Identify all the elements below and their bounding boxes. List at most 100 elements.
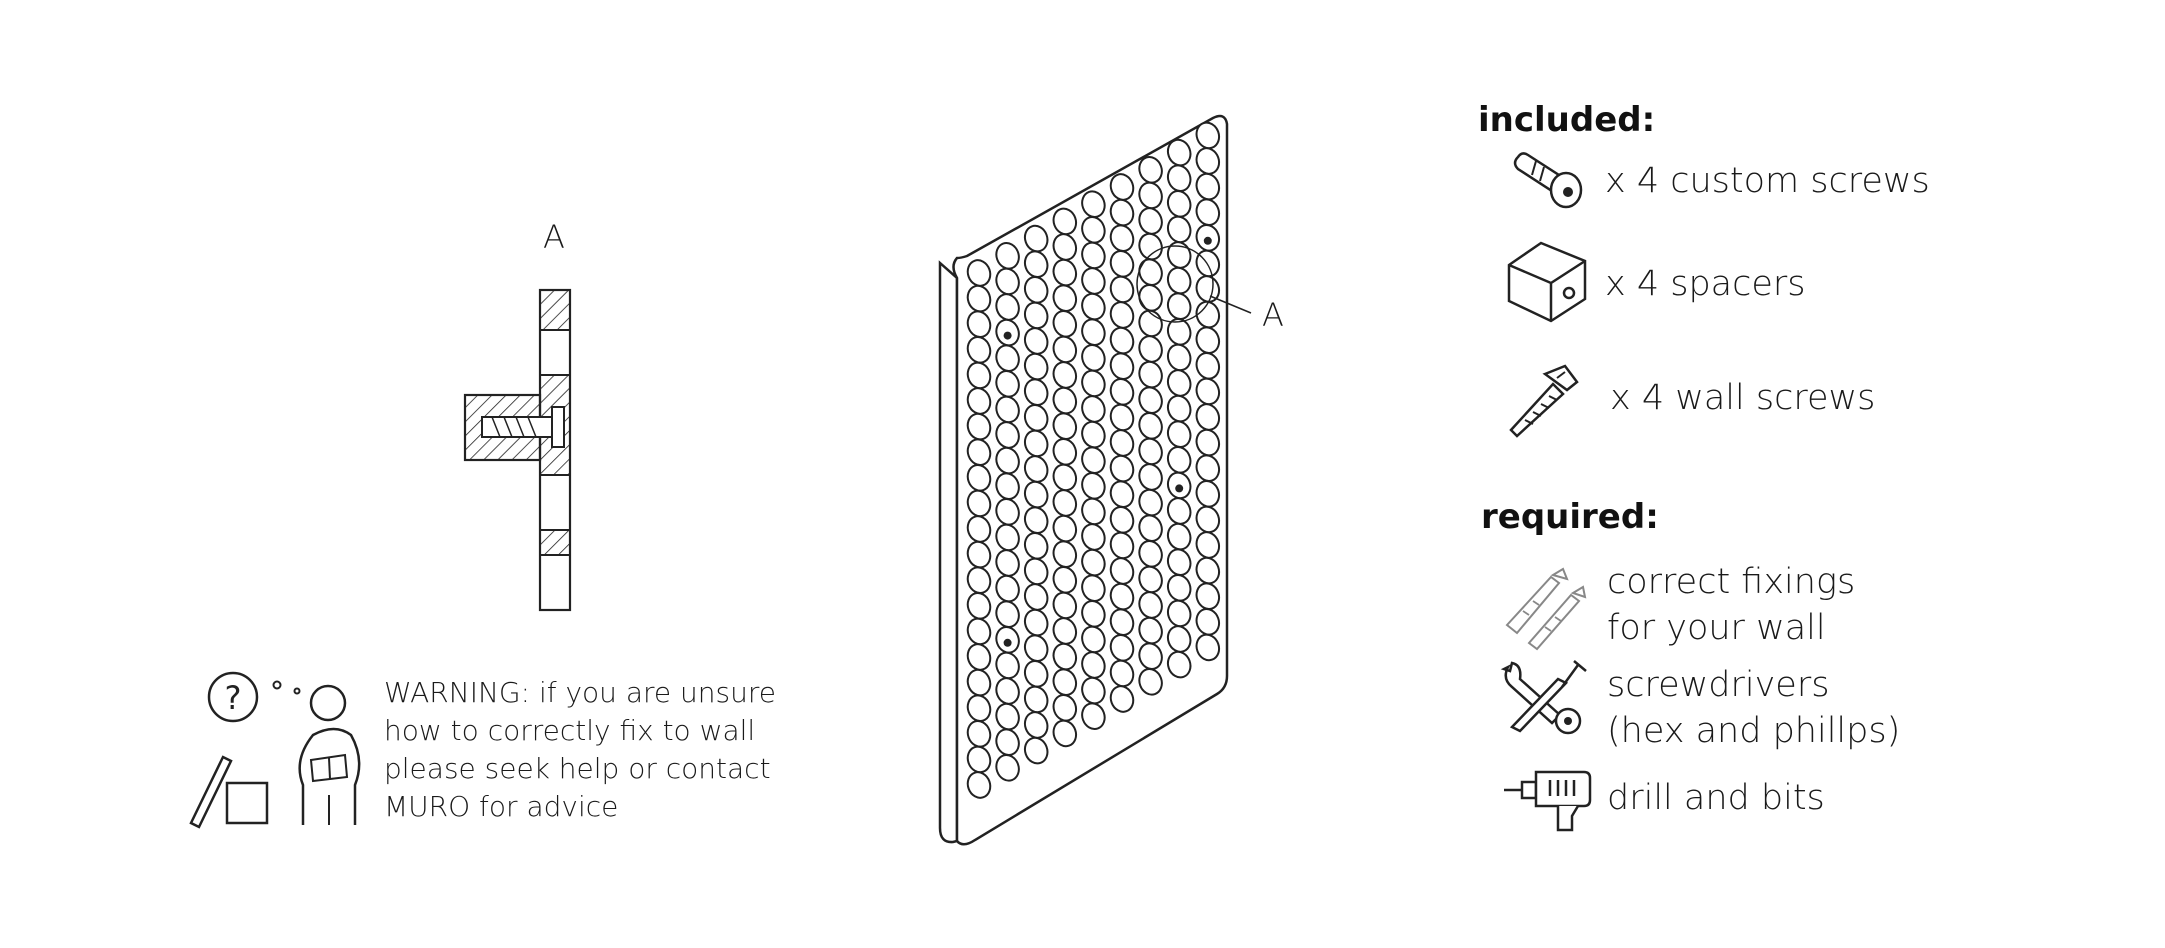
panel-hole bbox=[966, 745, 992, 774]
panel-hole bbox=[1109, 685, 1135, 713]
panel-hole bbox=[1081, 395, 1106, 423]
panel-hole bbox=[1138, 591, 1163, 619]
panel-hole bbox=[1138, 668, 1163, 696]
panel-hole bbox=[1109, 634, 1135, 662]
panel-hole bbox=[1023, 224, 1049, 253]
panel-hole bbox=[1081, 318, 1106, 346]
panel-hole bbox=[1052, 335, 1078, 364]
panel-hole bbox=[1166, 420, 1192, 448]
fixings-line-1: correct fixings bbox=[1607, 562, 1856, 602]
panel-hole bbox=[1195, 300, 1221, 329]
panel-hole bbox=[1023, 583, 1049, 611]
panel-hole bbox=[1081, 497, 1106, 526]
panel-hole bbox=[1023, 608, 1049, 637]
panel-hole bbox=[1195, 403, 1221, 431]
panel-hole bbox=[1166, 241, 1192, 269]
panel-hole bbox=[1081, 702, 1106, 730]
panel-hole bbox=[1195, 428, 1221, 457]
panel-hole bbox=[995, 498, 1020, 526]
panel-hole bbox=[1166, 548, 1192, 576]
panel-hole bbox=[966, 566, 992, 594]
panel-hole bbox=[966, 310, 992, 338]
panel-hole bbox=[966, 259, 992, 287]
panel-hole bbox=[1138, 412, 1163, 440]
panel-hole bbox=[995, 370, 1020, 398]
panel-hole bbox=[1138, 232, 1163, 261]
panel-hole bbox=[1166, 266, 1192, 295]
panel-hole bbox=[1109, 454, 1135, 483]
panel-hole bbox=[1081, 190, 1106, 218]
panel-hole bbox=[1166, 650, 1192, 679]
included-item-screws: x 4 custom screws bbox=[1605, 161, 1930, 201]
detail-label: A bbox=[543, 218, 565, 256]
warning-line: please seek help or contact bbox=[384, 752, 771, 785]
panel-hole bbox=[995, 728, 1020, 756]
panel-hole bbox=[1052, 591, 1078, 620]
panel-hole bbox=[1081, 267, 1106, 295]
panel-hole bbox=[1081, 420, 1106, 449]
panel-hole bbox=[966, 284, 992, 313]
panel-hole bbox=[1166, 318, 1192, 346]
panel-hole bbox=[1052, 438, 1078, 466]
panel-hole bbox=[1166, 138, 1192, 167]
panel-hole bbox=[995, 446, 1020, 475]
warning-illustration: ? bbox=[189, 671, 361, 829]
panel-hole bbox=[1023, 685, 1049, 714]
panel-hole bbox=[1109, 250, 1135, 278]
panel-hole bbox=[1081, 241, 1106, 270]
panel-hole bbox=[1195, 531, 1221, 559]
mounting-screw-mark bbox=[1175, 484, 1184, 493]
mounting-screw-mark bbox=[1203, 236, 1212, 245]
panel-hole bbox=[1109, 531, 1135, 560]
drill-line-1: drill and bits bbox=[1607, 778, 1825, 818]
tools-icon bbox=[1500, 660, 1587, 735]
mounting-screw-mark bbox=[1003, 331, 1012, 340]
panel-hole bbox=[995, 600, 1020, 628]
panel-hole bbox=[1138, 181, 1163, 210]
panel-hole bbox=[1052, 386, 1078, 415]
panel-hole bbox=[1166, 446, 1192, 474]
panel-hole bbox=[1023, 378, 1049, 406]
wall-plug-icon bbox=[1505, 567, 1587, 651]
panel-hole bbox=[995, 267, 1020, 296]
panel-hole bbox=[966, 361, 992, 390]
panel-hole bbox=[1081, 472, 1106, 500]
required-item-screwdrivers: screwdrivers (hex and phillps) bbox=[1607, 662, 1900, 754]
screwdrivers-line-2: (hex and phillps) bbox=[1607, 711, 1901, 751]
panel-hole bbox=[1081, 651, 1106, 679]
panel-hole bbox=[1023, 455, 1049, 483]
panel-hole bbox=[966, 387, 992, 415]
panel-hole bbox=[1138, 386, 1163, 414]
panel-hole bbox=[1138, 207, 1163, 235]
panel-hole bbox=[1166, 497, 1192, 525]
panel-hole bbox=[1195, 608, 1221, 636]
panel-hole bbox=[1052, 361, 1078, 389]
panel-hole bbox=[966, 464, 992, 492]
panel-hole bbox=[1138, 463, 1163, 491]
panel-hole bbox=[1023, 506, 1049, 534]
panel-hole bbox=[995, 242, 1020, 270]
panel-hole bbox=[1023, 276, 1049, 304]
panel-hole bbox=[1138, 488, 1163, 517]
panel-hole bbox=[966, 412, 992, 441]
panel-hole bbox=[966, 336, 992, 364]
panel-hole bbox=[1052, 668, 1078, 696]
panel-hole bbox=[1023, 250, 1049, 278]
panel-hole bbox=[966, 438, 992, 466]
panel-hole bbox=[995, 472, 1020, 500]
panel-hole bbox=[1109, 224, 1135, 252]
panel-hole bbox=[1052, 540, 1078, 568]
panel-hole bbox=[1052, 617, 1078, 645]
panel-hole bbox=[1081, 676, 1106, 705]
panel-hole bbox=[1023, 736, 1049, 765]
panel-hole bbox=[1081, 625, 1106, 654]
panel-hole bbox=[1052, 233, 1078, 261]
panel-hole bbox=[1138, 540, 1163, 568]
panel-hole bbox=[1166, 292, 1192, 320]
panel-hole bbox=[1166, 215, 1192, 244]
panel-hole bbox=[1138, 335, 1163, 363]
panel-hole bbox=[1023, 404, 1049, 432]
panel-hole bbox=[995, 395, 1020, 424]
panel-hole bbox=[1023, 327, 1049, 355]
panel-hole bbox=[1109, 275, 1135, 304]
